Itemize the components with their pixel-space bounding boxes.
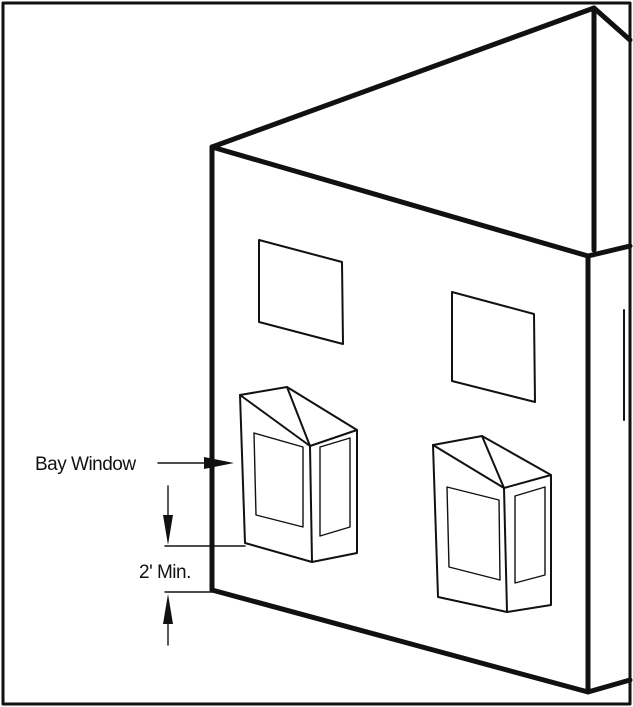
bay-window-left <box>239 386 358 563</box>
bay-window-right-body <box>432 444 552 613</box>
bay-window-label: Bay Window <box>35 454 136 475</box>
bay-window-left-front-pane <box>253 432 304 528</box>
bay-window-left-body <box>239 394 358 563</box>
bay-window-arrowhead <box>204 457 234 469</box>
roof-top-face <box>209 5 633 259</box>
front-wall <box>209 144 591 695</box>
upper-window-right <box>451 291 536 403</box>
bay-window-right <box>432 435 552 613</box>
clearance-bottom-arrowhead <box>163 594 173 624</box>
bay-window-right-roof <box>432 435 552 489</box>
bay-window-left-roof <box>239 386 358 447</box>
upper-window-left <box>258 239 344 345</box>
clearance-top-arrowhead <box>163 515 173 545</box>
clearance-label: 2' Min. <box>139 562 191 583</box>
bay-window-right-front-pane <box>446 486 501 581</box>
bay-window-left-side-pane <box>319 437 351 537</box>
bay-window-right-side-pane <box>514 486 546 584</box>
side-wall <box>585 5 633 695</box>
